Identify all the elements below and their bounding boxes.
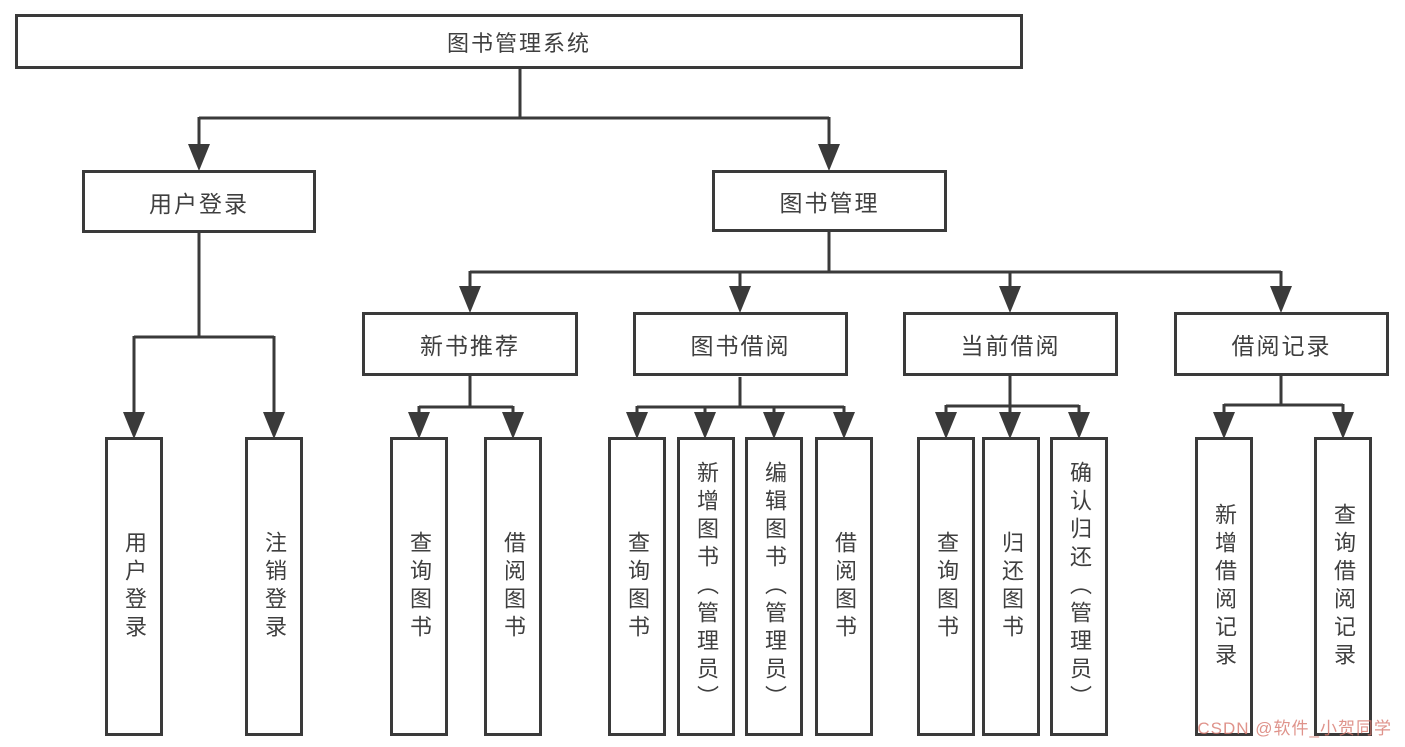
node-borrowing-records: 借阅记录	[1174, 312, 1389, 376]
node-label: 图书管理	[779, 191, 880, 216]
leaf-query-books-borrowing: 查询图书	[608, 437, 666, 736]
leaf-label: 查询图书	[934, 530, 959, 643]
leaf-label: 借阅图书	[501, 530, 526, 643]
leaf-label: 查询借阅记录	[1331, 502, 1356, 671]
connector-shafts	[132, 69, 1345, 414]
leaf-label: 注销登录	[262, 530, 287, 643]
leaf-label: 确认归还（管理员）	[1067, 460, 1092, 713]
node-label: 用户登录	[149, 191, 249, 217]
leaf-label: 编辑图书（管理员）	[762, 460, 787, 713]
leaf-return-book: 归还图书	[982, 437, 1040, 736]
node-label: 图书管理系统	[446, 30, 591, 56]
leaf-borrow-books-recommend: 借阅图书	[484, 437, 542, 736]
leaf-label: 借阅图书	[832, 530, 857, 643]
node-label: 图书借阅	[690, 334, 791, 359]
leaf-label: 新增图书（管理员）	[694, 460, 719, 713]
leaf-query-books-recommend: 查询图书	[390, 437, 448, 736]
leaf-user-login: 用户登录	[105, 437, 163, 736]
node-new-book-recommendation: 新书推荐	[362, 312, 578, 376]
leaf-label: 查询图书	[625, 530, 650, 643]
leaf-label: 查询图书	[407, 530, 432, 643]
leaf-label: 新增借阅记录	[1212, 502, 1237, 671]
leaf-query-borrow-record: 查询借阅记录	[1314, 437, 1372, 736]
node-book-management: 图书管理	[712, 170, 947, 232]
node-user-login: 用户登录	[82, 170, 316, 233]
node-label: 当前借阅	[960, 334, 1061, 359]
leaf-borrow-books-borrowing: 借阅图书	[815, 437, 873, 736]
node-current-borrowing: 当前借阅	[903, 312, 1118, 376]
node-library-management-system: 图书管理系统	[15, 14, 1023, 69]
leaf-edit-book-admin: 编辑图书（管理员）	[745, 437, 803, 736]
arrowheads	[123, 144, 1354, 439]
node-book-borrowing: 图书借阅	[633, 312, 848, 376]
leaf-add-book-admin: 新增图书（管理员）	[677, 437, 735, 736]
leaf-confirm-return-admin: 确认归还（管理员）	[1050, 437, 1108, 736]
leaf-add-borrow-record: 新增借阅记录	[1195, 437, 1253, 736]
leaf-label: 归还图书	[999, 530, 1024, 643]
leaf-logout: 注销登录	[245, 437, 303, 736]
leaf-label: 用户登录	[122, 530, 147, 643]
node-label: 借阅记录	[1231, 334, 1332, 359]
node-label: 新书推荐	[420, 334, 520, 359]
leaf-query-books-current: 查询图书	[917, 437, 975, 736]
csdn-watermark: CSDN @软件_小贺同学	[1197, 719, 1392, 738]
